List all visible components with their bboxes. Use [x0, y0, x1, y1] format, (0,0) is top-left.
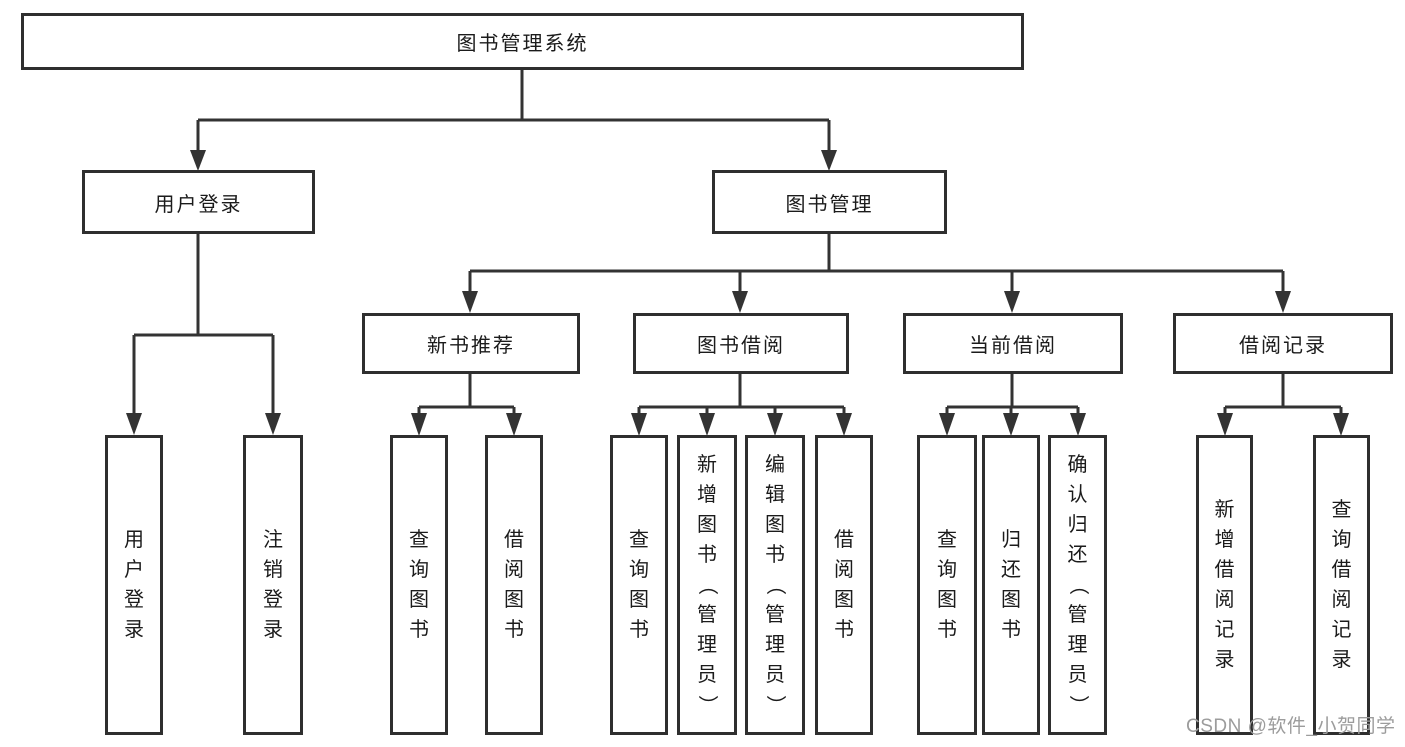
leaf-borrowing-borrow-books: 借阅图书: [815, 435, 873, 735]
leaf-records-query-record: 查询借阅记录: [1313, 435, 1370, 735]
node-borrowing-records: 借阅记录: [1173, 313, 1393, 374]
leaf-newbook-query-books: 查询图书: [390, 435, 448, 735]
leaf-label: 新增图书（管理员）: [696, 454, 718, 715]
leaf-label: 确认归还（管理员）: [1066, 454, 1089, 715]
leaf-borrowing-edit-books-admin: 编辑图书（管理员）: [745, 435, 805, 735]
leaf-newbook-borrow-books: 借阅图书: [485, 435, 543, 735]
leaf-borrowing-query-books: 查询图书: [610, 435, 668, 735]
node-user-login: 用户登录: [82, 170, 315, 234]
node-label: 用户登录: [154, 193, 243, 216]
leaf-label: 借阅图书: [504, 529, 524, 641]
leaf-current-query-books: 查询图书: [917, 435, 977, 735]
node-library-management-system: 图书管理系统: [21, 13, 1024, 70]
node-label: 新书推荐: [427, 335, 515, 357]
node-new-book-recommend: 新书推荐: [362, 313, 580, 374]
node-label: 图书管理: [785, 193, 874, 216]
leaf-label: 查询图书: [937, 529, 957, 641]
leaf-label: 注销登录: [263, 529, 283, 641]
leaf-records-add-record: 新增借阅记录: [1196, 435, 1253, 735]
leaf-label: 借阅图书: [834, 529, 854, 641]
leaf-borrowing-add-books-admin: 新增图书（管理员）: [677, 435, 737, 735]
leaf-label: 编辑图书（管理员）: [764, 454, 786, 715]
node-label: 当前借阅: [969, 335, 1057, 357]
node-label: 借阅记录: [1239, 335, 1327, 357]
leaf-logout: 注销登录: [243, 435, 303, 735]
leaf-label: 用户登录: [124, 529, 144, 641]
node-book-borrowing: 图书借阅: [633, 313, 849, 374]
leaf-label: 归还图书: [1001, 529, 1021, 641]
leaf-user-login: 用户登录: [105, 435, 163, 735]
leaf-label: 查询借阅记录: [1331, 499, 1352, 671]
csdn-watermark: CSDN @软件_小贺同学: [1186, 716, 1396, 737]
leaf-label: 新增借阅记录: [1214, 499, 1235, 671]
node-book-management: 图书管理: [712, 170, 947, 234]
leaf-label: 查询图书: [629, 529, 649, 641]
leaf-current-return-books: 归还图书: [982, 435, 1040, 735]
leaf-label: 查询图书: [409, 529, 429, 641]
node-label: 图书管理系统: [456, 33, 589, 55]
leaf-current-confirm-return-admin: 确认归还（管理员）: [1048, 435, 1107, 735]
node-label: 图书借阅: [697, 335, 785, 357]
node-current-borrowing: 当前借阅: [903, 313, 1123, 374]
